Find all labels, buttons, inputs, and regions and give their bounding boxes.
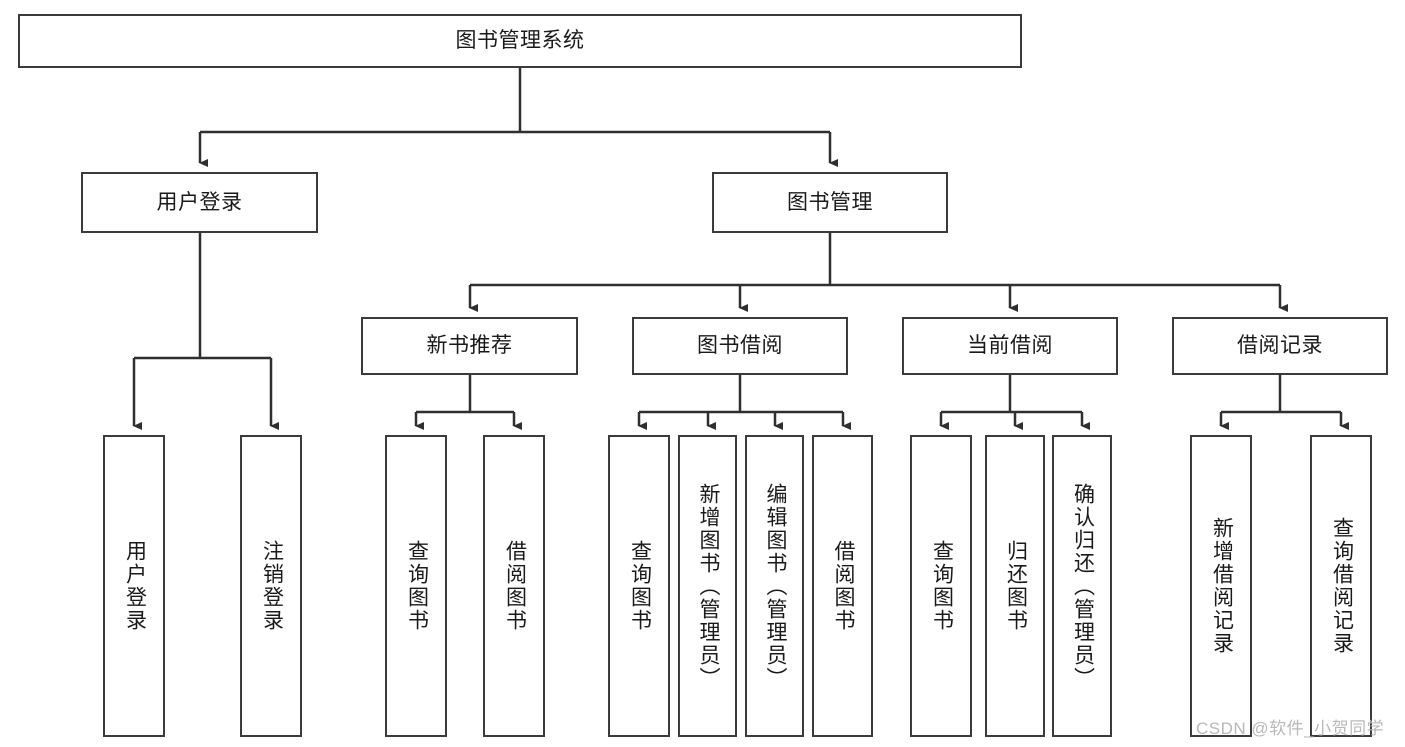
node-box-user-login[interactable]: 用户登录 <box>81 172 318 233</box>
node-box-leaf-add-borrow-record[interactable]: 新增借阅记录 <box>1190 435 1252 737</box>
node-label: 查询图书 <box>628 540 652 632</box>
node-label: 编辑图书（管理员） <box>763 482 787 690</box>
node-box-leaf-confirm-return-admin[interactable]: 确认归还（管理员） <box>1052 435 1112 737</box>
node-box-leaf-edit-book-admin[interactable]: 编辑图书（管理员） <box>745 435 804 737</box>
node-label: 归还图书 <box>1004 540 1028 632</box>
node-box-leaf-borrow-book-2[interactable]: 借阅图书 <box>812 435 873 737</box>
node-label: 注销登录 <box>260 540 284 632</box>
node-box-root[interactable]: 图书管理系统 <box>18 14 1022 68</box>
node-box-book-management[interactable]: 图书管理 <box>712 172 948 233</box>
node-box-current-borrow[interactable]: 当前借阅 <box>902 317 1118 375</box>
node-box-leaf-borrow-book-1[interactable]: 借阅图书 <box>483 435 545 737</box>
node-box-leaf-query-borrow-record[interactable]: 查询借阅记录 <box>1310 435 1372 737</box>
node-box-leaf-query-book-2[interactable]: 查询图书 <box>608 435 670 737</box>
node-box-leaf-user-login[interactable]: 用户登录 <box>103 435 165 737</box>
connector-group <box>132 68 1349 430</box>
node-box-leaf-query-book-3[interactable]: 查询图书 <box>910 435 972 737</box>
node-label: 查询借阅记录 <box>1330 517 1354 655</box>
node-box-new-book-recommend[interactable]: 新书推荐 <box>361 317 578 375</box>
node-label: 借阅图书 <box>831 540 855 632</box>
node-box-borrow-record[interactable]: 借阅记录 <box>1172 317 1388 375</box>
node-label: 查询图书 <box>405 540 429 632</box>
node-label: 查询图书 <box>930 540 954 632</box>
node-label: 图书管理系统 <box>455 29 585 53</box>
node-label: 图书管理 <box>787 190 873 214</box>
node-box-leaf-query-book-1[interactable]: 查询图书 <box>385 435 447 737</box>
node-label: 图书借阅 <box>697 334 783 358</box>
node-label: 用户登录 <box>156 190 243 214</box>
node-box-book-borrow[interactable]: 图书借阅 <box>632 317 848 375</box>
node-label: 新增图书（管理员） <box>696 482 720 690</box>
node-box-leaf-return-book[interactable]: 归还图书 <box>985 435 1045 737</box>
node-label: 当前借阅 <box>967 334 1053 358</box>
node-box-leaf-add-book-admin[interactable]: 新增图书（管理员） <box>678 435 737 737</box>
node-label: 借阅记录 <box>1237 334 1323 358</box>
node-box-leaf-user-logout[interactable]: 注销登录 <box>240 435 302 737</box>
node-label: 新增借阅记录 <box>1210 517 1234 655</box>
node-label: 用户登录 <box>123 540 147 632</box>
node-label: 确认归还（管理员） <box>1071 482 1095 690</box>
node-label: 新书推荐 <box>426 334 513 358</box>
node-label: 借阅图书 <box>503 540 527 632</box>
